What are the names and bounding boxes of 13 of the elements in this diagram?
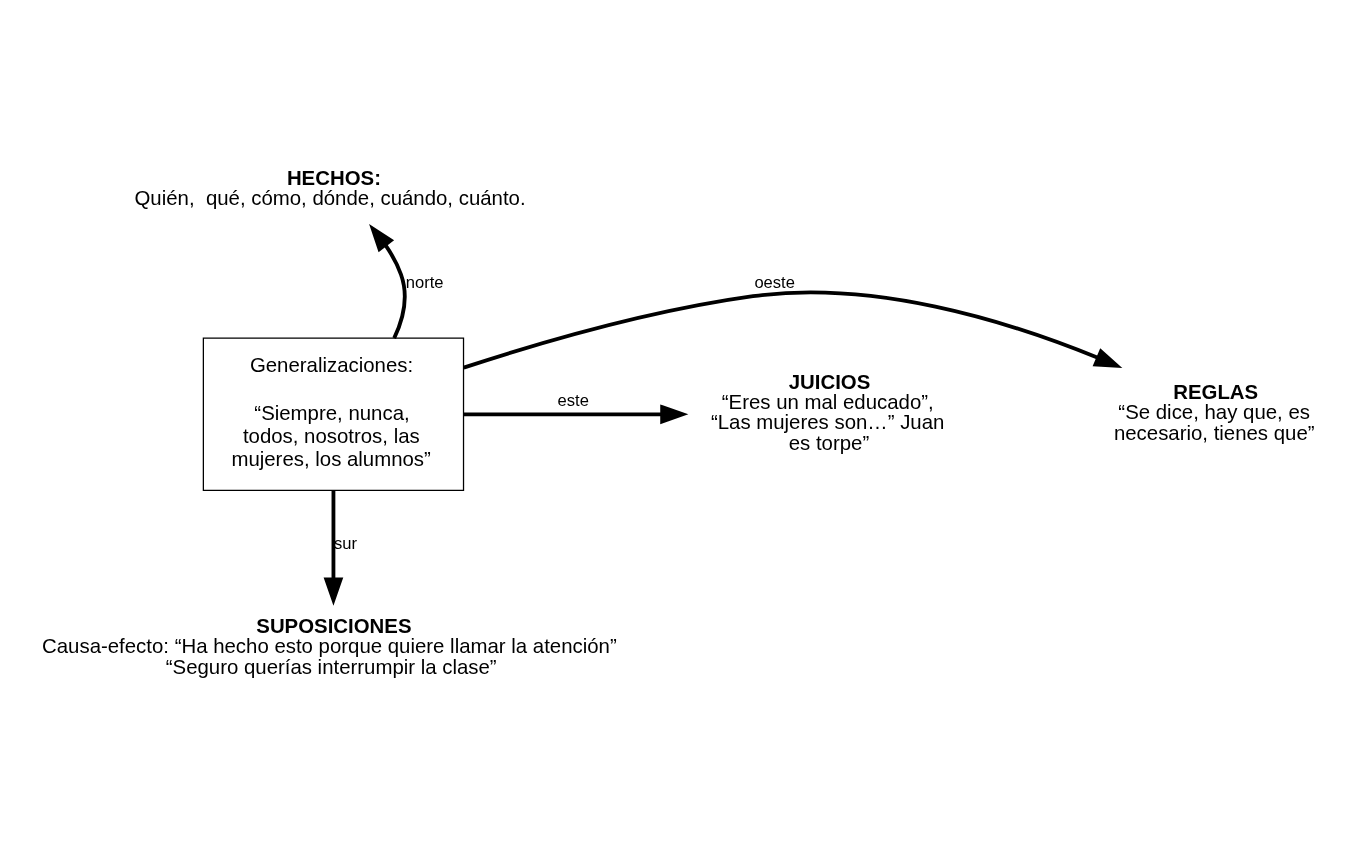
arrow: [463, 403, 689, 424]
edge-label: este: [557, 390, 589, 410]
node-text: REGLAS “Se dice, hay que, es necesario, tienes que”: [1113, 380, 1315, 444]
arrow: [323, 489, 344, 606]
arrow: [463, 290, 1123, 369]
edge-label: norte: [405, 272, 444, 292]
arrow: [369, 223, 407, 339]
node-box: Generalizaciones: “Siempre, nunca, todos, nosotros, las mujeres, los alumnos”: [202, 337, 465, 491]
edge-label: oeste: [754, 272, 795, 292]
edge-label: sur: [334, 533, 358, 553]
node-text: SUPOSICIONES Causa-efecto: “Ha hecho esto porque quiere llamar la atención” “Seguro querías interrumpir la clase”: [42, 614, 617, 678]
node-text: HECHOS: Quién, qué, cómo, dónde, cuándo, cuánto.: [134, 166, 526, 209]
node-text: JUICIOS “Eres un mal educado”, “Las mujeres son…” Juan es torpe”: [710, 370, 945, 454]
